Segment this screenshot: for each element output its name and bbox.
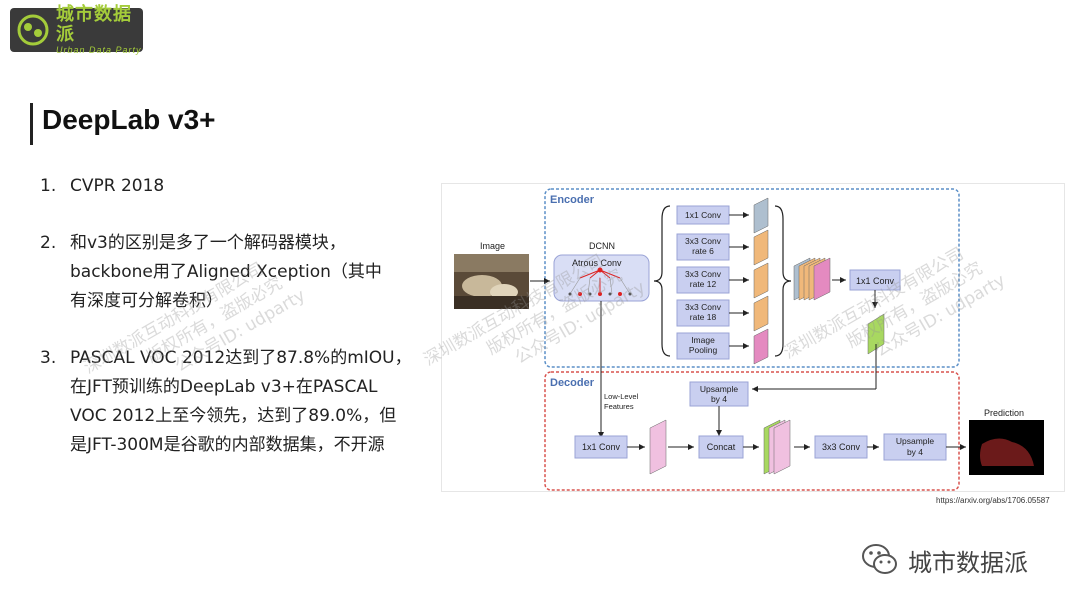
list-number: 1.: [40, 176, 57, 196]
encoder-1x1-conv-label: 1x1 Conv: [856, 276, 895, 286]
list-item: 1. CVPR 2018: [40, 172, 420, 201]
encoder-label: Encoder: [550, 194, 595, 206]
aspp-feature-map: [753, 197, 769, 234]
list-line: CVPR 2018: [70, 176, 165, 196]
aspp-right-brace: [774, 205, 792, 357]
wechat-icon: [860, 540, 900, 580]
aspp-branch-label: Pooling: [689, 345, 718, 355]
aspp-left-brace: [653, 205, 671, 357]
figure-source-caption: https://arxiv.org/abs/1706.05587: [936, 496, 1050, 505]
concat-feature-stack: [763, 419, 791, 475]
architecture-diagram: Encoder Decoder Image DCNN Atrous Conv: [454, 188, 1044, 491]
logo-name-cn: 城市数据派: [56, 3, 132, 45]
aspp-feature-map: [753, 295, 769, 332]
low-level-line2: Features: [604, 402, 634, 411]
image-label: Image: [480, 241, 505, 251]
brand-logo: 城市数据派 Urban Data Party: [10, 3, 143, 55]
concat-label: Concat: [707, 442, 736, 452]
slide-title: DeepLab v3+: [42, 104, 216, 135]
decoder-upsample-2: [883, 433, 947, 461]
aspp-branch-5: [676, 332, 730, 360]
aspp-branch-label: 1x1 Conv: [685, 210, 722, 220]
list-item: 3. PASCAL VOC 2012达到了87.8%的mIOU， 在JFT预训练…: [40, 344, 420, 460]
list-number: 2.: [40, 233, 57, 253]
prediction-output-image: [969, 420, 1044, 475]
aspp-feature-map: [753, 328, 769, 365]
aspp-branch-label: 3x3 Conv: [685, 236, 722, 246]
upsample-1-line1: Upsample: [700, 384, 739, 394]
atrous-conv-label: Atrous Conv: [572, 258, 622, 268]
aspp-branch-2: [676, 233, 730, 261]
low-level-line1: Low-Level: [604, 392, 639, 401]
encoder-feature-stack: [793, 257, 831, 301]
aspp-feature-map: [753, 229, 769, 266]
decoder-region: [544, 371, 960, 491]
list-line: 在JFT预训练的DeepLab v3+在PASCAL: [70, 377, 378, 397]
list-number: 3.: [40, 348, 57, 368]
list-line: 和v3的区别是多了一个解码器模块，: [70, 233, 346, 253]
footer-brand-name: 城市数据派: [908, 548, 1028, 577]
input-image-thumbnail: [454, 254, 529, 309]
aspp-branch-label: 3x3 Conv: [685, 302, 722, 312]
upsample-2-line2: by 4: [907, 447, 923, 457]
list-item: 2. 和v3的区别是多了一个解码器模块， backbone用了Aligned X…: [40, 229, 420, 316]
decoder-upsample-1: [689, 381, 749, 407]
aspp-branch-label: rate 6: [692, 246, 714, 256]
decoder-3x3-conv-label: 3x3 Conv: [822, 442, 861, 452]
logo-icon: [16, 13, 50, 47]
list-line: VOC 2012上至今领先，达到了89.0%，但: [70, 406, 397, 426]
decoder-1x1-conv-label: 1x1 Conv: [582, 442, 621, 452]
low-level-feature-map: [649, 419, 667, 475]
encoder-output-feature: [867, 313, 885, 355]
aspp-branch-label: rate 18: [690, 312, 717, 322]
aspp-branch-label: rate 12: [690, 279, 717, 289]
aspp-branch-4: [676, 299, 730, 327]
upsample-2-line1: Upsample: [896, 436, 935, 446]
title-accent-bar: [30, 103, 33, 145]
upsample-1-line2: by 4: [711, 394, 727, 404]
aspp-branch-label: Image: [691, 335, 715, 345]
prediction-label: Prediction: [984, 408, 1024, 418]
dcnn-label: DCNN: [589, 241, 615, 251]
list-line: 有深度可分解卷积）: [70, 291, 223, 311]
decoder-label: Decoder: [550, 377, 595, 389]
architecture-figure: Encoder Decoder Image DCNN Atrous Conv: [441, 183, 1065, 492]
list-line: backbone用了Aligned Xception（其中: [70, 262, 382, 282]
logo-name-en: Urban Data Party: [56, 44, 142, 55]
atrous-conv-icon: [568, 267, 632, 296]
list-line: PASCAL VOC 2012达到了87.8%的mIOU，: [70, 348, 412, 368]
list-line: 是JFT-300M是谷歌的内部数据集，不开源: [70, 435, 385, 455]
footer-brand: 城市数据派: [860, 540, 1028, 580]
aspp-branch-3: [676, 266, 730, 294]
aspp-branch-label: 3x3 Conv: [685, 269, 722, 279]
aspp-feature-map: [753, 262, 769, 299]
bullet-list: 1. CVPR 2018 2. 和v3的区别是多了一个解码器模块， backbo…: [40, 172, 420, 488]
